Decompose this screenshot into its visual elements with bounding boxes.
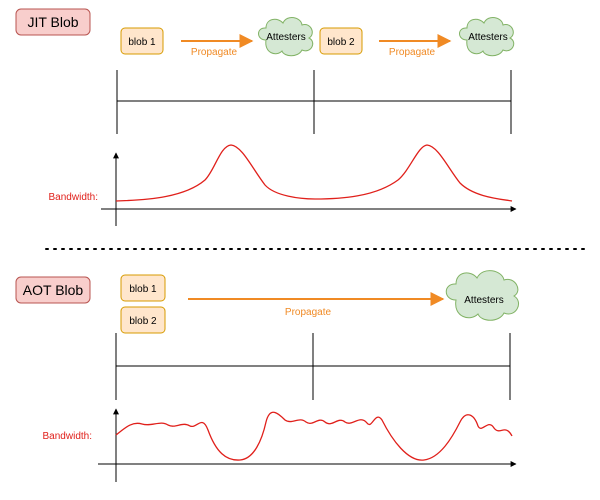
jit-propagate-label-2: Propagate bbox=[389, 47, 436, 58]
jit-section-label: JIT Blob bbox=[27, 14, 78, 30]
jit-bandwidth-chart: Bandwidth: bbox=[49, 144, 517, 226]
aot-timeline bbox=[115, 333, 511, 400]
cloud-icon bbox=[445, 270, 519, 321]
aot-bandwidth-curve bbox=[115, 411, 513, 461]
aot-attesters-cloud: Attesters bbox=[445, 270, 519, 321]
jit-propagate-label-1: Propagate bbox=[191, 47, 238, 58]
jit-attesters-cloud-1: Attesters bbox=[258, 17, 314, 57]
aot-blob-1-box bbox=[120, 274, 166, 302]
aot-section: AOT Blob blob 1 blob 2 Propagate Atteste… bbox=[15, 270, 519, 482]
aot-propagate-label: Propagate bbox=[285, 307, 332, 318]
jit-blob-2-label: blob 2 bbox=[327, 37, 355, 48]
jit-blob-1-label: blob 1 bbox=[128, 37, 156, 48]
aot-bandwidth-chart: Bandwidth: bbox=[43, 408, 517, 482]
cloud-icon bbox=[459, 17, 515, 57]
aot-blob-2-label: blob 2 bbox=[129, 316, 157, 327]
jit-attesters-label-1: Attesters bbox=[266, 32, 305, 43]
jit-attesters-cloud-2: Attesters bbox=[459, 17, 515, 57]
aot-blob-1-label: blob 1 bbox=[129, 284, 157, 295]
cloud-icon bbox=[258, 17, 314, 57]
jit-section: JIT Blob blob 1 Propagate Attesters blob… bbox=[15, 8, 517, 226]
aot-section-label: AOT Blob bbox=[23, 282, 84, 298]
aot-section-label-box bbox=[15, 276, 91, 304]
aot-attesters-label: Attesters bbox=[464, 295, 503, 306]
jit-section-label-box bbox=[15, 8, 91, 36]
jit-bandwidth-label: Bandwidth: bbox=[49, 192, 98, 203]
aot-bandwidth-label: Bandwidth: bbox=[43, 431, 92, 442]
jit-attesters-label-2: Attesters bbox=[468, 32, 507, 43]
jit-blob-1-box bbox=[120, 27, 164, 55]
jit-blob-2-box bbox=[319, 27, 363, 55]
jit-bandwidth-curve bbox=[115, 144, 513, 202]
jit-timeline bbox=[116, 70, 512, 134]
aot-blob-2-box bbox=[120, 306, 166, 334]
